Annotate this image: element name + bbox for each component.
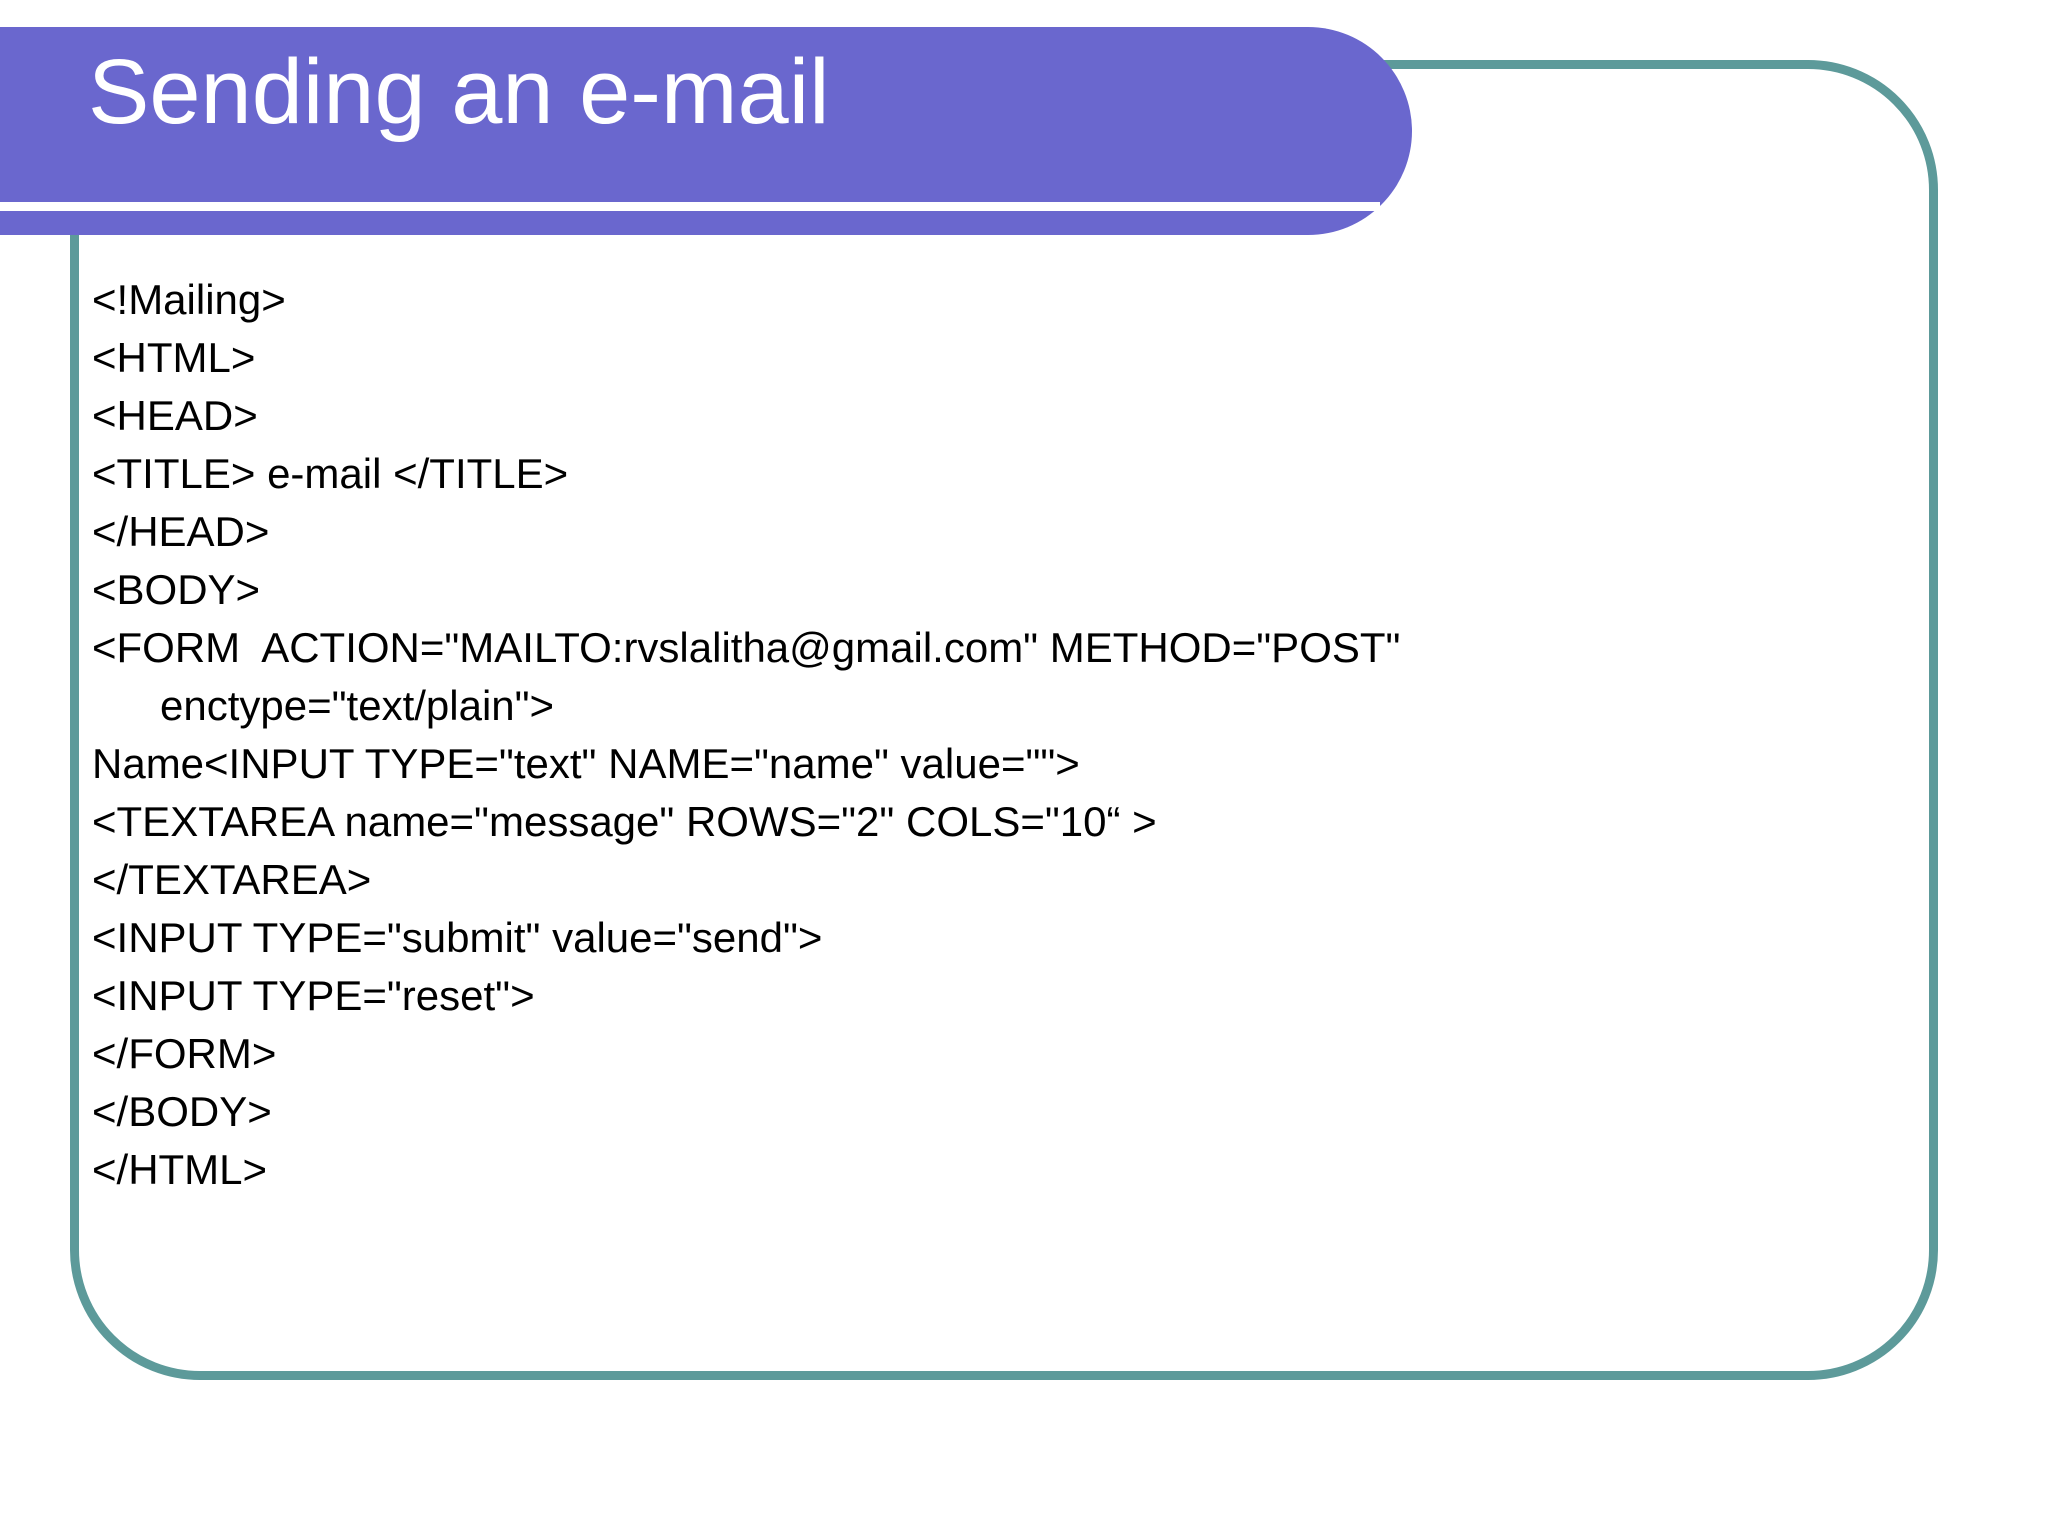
code-line: <!Mailing> [92, 276, 286, 323]
code-line: </BODY> [92, 1088, 272, 1135]
code-line: <INPUT TYPE="reset"> [92, 972, 535, 1019]
title-underline-rule [0, 202, 1380, 211]
code-line: <TITLE> e-mail </TITLE> [92, 450, 569, 497]
title-banner [0, 27, 1412, 235]
code-line: </HEAD> [92, 508, 270, 555]
code-line: <HTML> [92, 334, 256, 381]
code-line: </TEXTAREA> [92, 856, 372, 903]
code-line: <HEAD> [92, 392, 258, 439]
code-line: <INPUT TYPE="submit" value="send"> [92, 914, 823, 961]
code-line: <BODY> [92, 566, 261, 613]
code-line: </HTML> [92, 1146, 268, 1193]
code-line: Name<INPUT TYPE="text" NAME="name" value… [92, 740, 1080, 787]
code-line: <FORM ACTION="MAILTO:rvslalitha@gmail.co… [92, 624, 1401, 671]
code-listing: <!Mailing> <HTML> <HEAD> <TITLE> e-mail </T… [92, 275, 1852, 1203]
slide-title: Sending an e-mail [88, 41, 830, 143]
code-line: </FORM> [92, 1030, 277, 1077]
code-line: enctype="text/plain"> [160, 682, 555, 729]
code-line: <TEXTAREA name="message" ROWS="2" COLS="… [92, 798, 1157, 845]
